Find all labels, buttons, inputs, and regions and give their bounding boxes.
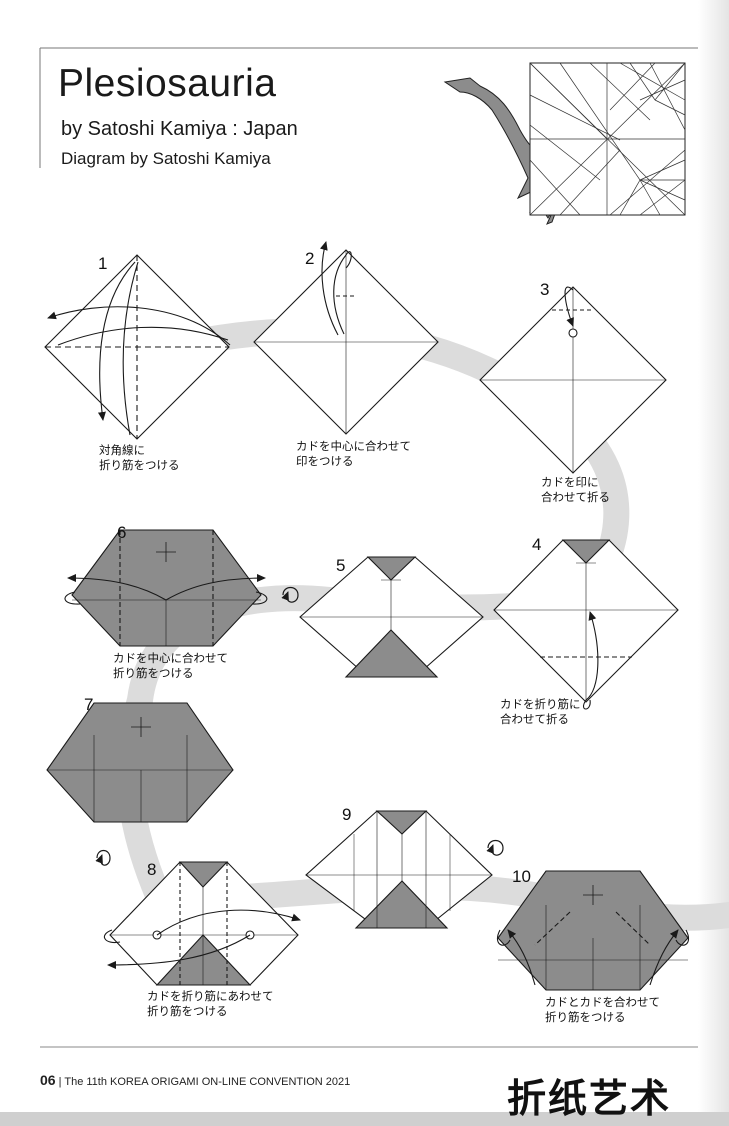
step-6-diagram — [64, 529, 268, 647]
step-10-instruction: カドとカドを合わせて 折り筋をつける — [545, 997, 660, 1024]
step-6-instruction: カドを中心に合わせて 折り筋をつける — [113, 653, 228, 680]
step-5-diagram — [299, 556, 484, 678]
step-3-diagram — [479, 286, 667, 474]
page-number: 06 — [40, 1072, 56, 1088]
step-number-5: 5 — [336, 556, 346, 575]
step-number-9: 9 — [342, 805, 352, 824]
turn-over-icon — [95, 849, 111, 866]
step-2-instruction: カドを中心に合わせて 印をつける — [296, 441, 411, 468]
bottom-strip — [0, 1112, 729, 1126]
step-4-diagram — [493, 539, 679, 710]
step-number-2: 2 — [305, 249, 315, 268]
page-footer: 06 | The 11th KOREA ORIGAMI ON-LINE CONV… — [40, 1072, 350, 1088]
logo-text: 折纸艺术 — [507, 1077, 672, 1122]
step-9-diagram — [305, 810, 493, 929]
step-10-diagram — [496, 870, 690, 991]
step-1-diagram — [44, 254, 231, 440]
footer-text: | The 11th KOREA ORIGAMI ON-LINE CONVENT… — [58, 1076, 351, 1088]
crease-pattern — [529, 62, 686, 216]
turn-over-icon — [486, 839, 504, 856]
step-3-instruction: カドを印に 合わせて折る — [541, 477, 610, 504]
turn-over-icon — [281, 586, 299, 603]
step-number-1: 1 — [98, 254, 108, 273]
step-number-10: 10 — [512, 867, 531, 886]
page-title: Plesiosauria — [58, 62, 277, 105]
step-4-instruction: カドを折り筋に 合わせて折る — [500, 699, 581, 726]
step-8-instruction: カドを折り筋にあわせて 折り筋をつける — [147, 991, 274, 1018]
step-number-3: 3 — [540, 280, 550, 299]
step-number-7: 7 — [84, 695, 94, 714]
page-edge-shadow — [698, 0, 729, 1126]
diagram-credit: Diagram by Satoshi Kamiya — [61, 149, 271, 168]
step-7-diagram — [46, 702, 234, 823]
step-8-diagram — [103, 861, 301, 986]
step-number-6: 6 — [117, 523, 127, 542]
step-2-diagram — [253, 241, 439, 435]
author-byline: by Satoshi Kamiya : Japan — [61, 118, 298, 140]
step-number-8: 8 — [147, 860, 157, 879]
step-number-4: 4 — [532, 535, 542, 554]
step-1-instruction: 対角線に 折り筋をつける — [99, 445, 180, 472]
